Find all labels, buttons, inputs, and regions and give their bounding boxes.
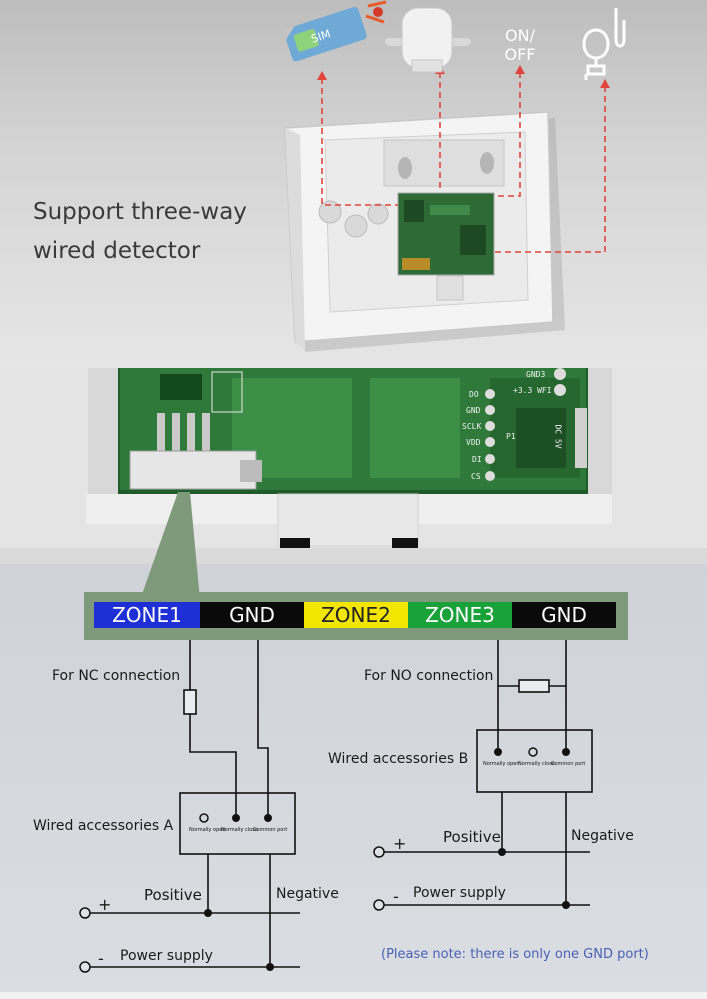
nc-connection-label: For NC connection	[52, 668, 181, 684]
pin-label-gnd: GND	[466, 406, 481, 415]
zone-terminal-bar: ZONE1 GND ZONE2 ZONE3 GND	[84, 592, 628, 640]
siren-icon	[365, 0, 471, 73]
zone-terminal-5: GND	[512, 602, 616, 628]
tagline-line-1: Support three-way	[33, 199, 247, 225]
on-off-line-2: OFF	[504, 45, 536, 64]
accessory-a-terminal-normally-open: Normally open	[189, 827, 226, 833]
sim-card-icon	[283, 6, 367, 62]
left-positive-label: Positive	[144, 886, 202, 904]
left-negative-label: Negative	[276, 886, 339, 902]
accessory-a-terminal-normally-close: Normally close	[221, 827, 258, 833]
door-sensor-icon	[582, 8, 626, 80]
device-photo-section: SIM ON/ OFF Support three-way wired dete…	[0, 0, 707, 368]
left-minus-sign: -	[98, 949, 104, 968]
accessory-b-terminal-common-port: Common port	[551, 761, 586, 767]
right-plus-sign: +	[393, 834, 407, 853]
on-off-line-1: ON/	[505, 26, 535, 45]
connector-callout	[140, 492, 200, 600]
right-negative-label: Negative	[571, 828, 634, 844]
pin-label-cs: CS	[471, 472, 481, 481]
device-illustration	[283, 0, 626, 352]
pin-label-sclk: SCLK	[462, 422, 482, 431]
zone-terminal-1: ZONE1	[94, 602, 200, 628]
right-power-supply-label: Power supply	[413, 885, 506, 901]
accessory-a-terminal-common-port: Common port	[253, 827, 288, 833]
left-power-supply-label: Power supply	[120, 948, 213, 964]
zone-terminal-2: GND	[200, 602, 304, 628]
gnd3-label: GND3	[526, 370, 546, 379]
p1-label: P1	[506, 432, 516, 441]
footer-strip	[0, 992, 707, 999]
gnd-note: (Please note: there is only one GND port…	[381, 947, 649, 962]
left-plus-sign: +	[98, 895, 112, 914]
zone-terminal-3: ZONE2	[304, 602, 408, 628]
wifi-pin-label: +3.3 WFI	[513, 386, 552, 395]
pin-label-di: DI	[472, 455, 482, 464]
on-off-label: ON/ OFF	[496, 26, 544, 64]
no-connection-label: For NO connection	[364, 668, 494, 684]
pin-label-do: DO	[469, 390, 479, 399]
right-minus-sign: -	[393, 887, 399, 906]
pin-label-vdd: VDD	[466, 438, 481, 447]
accessory-b-terminal-normally-close: Normally close	[518, 761, 555, 767]
right-positive-label: Positive	[443, 828, 501, 846]
zone-terminal-4: ZONE3	[408, 602, 512, 628]
accessory-b-label: Wired accessories B	[328, 751, 469, 767]
pcb-closeup-section: DO GND SCLK VDD DI CS GND3 +3.3 WFI P1 D…	[0, 368, 707, 564]
accessory-a-label: Wired accessories A	[33, 818, 174, 834]
accessory-b-terminal-normally-open: Normally open	[483, 761, 520, 767]
tagline-line-2: wired detector	[33, 238, 201, 264]
